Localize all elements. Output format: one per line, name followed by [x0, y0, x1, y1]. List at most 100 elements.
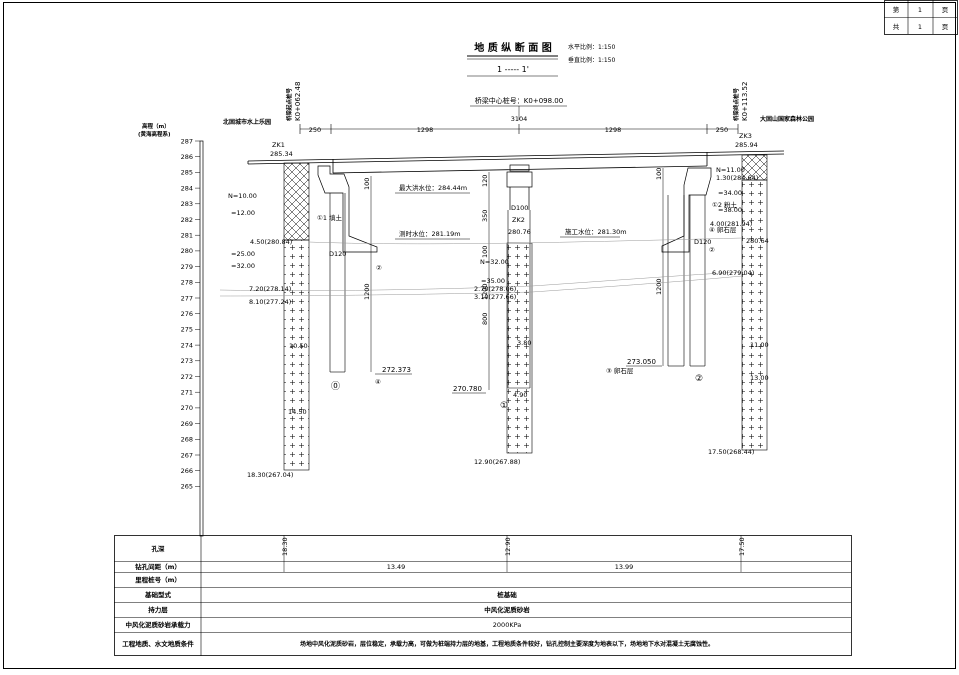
left-abutment — [317, 165, 378, 253]
pile-dim-lines — [370, 168, 664, 390]
water-levels — [395, 192, 620, 240]
place-left: 北固城市水上乐园 — [223, 118, 271, 126]
end-station: K0+113.52 — [741, 82, 749, 121]
row-name-3: 基础型式 — [144, 590, 172, 599]
dim-total: 3104 — [511, 115, 528, 123]
axis-tick-label: 281 — [181, 232, 193, 240]
page-number: 1 — [918, 6, 922, 14]
layer-gravel: ③ 卵石层 — [606, 366, 634, 375]
row-name-4: 持力层 — [148, 605, 168, 614]
spacing-2: 13.99 — [615, 563, 634, 571]
axis-tick-label: 275 — [181, 326, 193, 334]
zk3-elev4: 6.90(279.04) — [712, 269, 754, 277]
zk3-bottom: 17.50(268.44) — [708, 448, 754, 456]
section-label: 1 ----- 1' — [497, 65, 529, 74]
axis-tick-label: 279 — [181, 263, 193, 271]
bridge-deck — [247, 150, 785, 174]
geo-conditions: 场地中风化泥质砂岩，层位稳定，承载力高，可做为桩端持力层的地基，工程地质条件较好… — [300, 640, 714, 648]
axis-label: 高程（m） — [142, 122, 170, 130]
scale-vertical: 垂直比例：1:150 — [568, 56, 615, 64]
spacing-1: 13.49 — [387, 563, 406, 571]
axis-tick-label: 269 — [181, 420, 193, 428]
axis-label-datum: (黄海高程系) — [138, 130, 171, 138]
axis-tick-label: 286 — [181, 153, 193, 161]
zk3-n2: =34.00 — [718, 189, 742, 197]
start-station: K0+062.48 — [294, 82, 302, 121]
zk2-elev1: 2.70(278.06) — [474, 285, 516, 293]
zk1-n3: =25.00 — [231, 250, 255, 258]
pile-dim-8: 100 — [655, 168, 663, 180]
dim-a: 250 — [309, 126, 321, 134]
depth-zk1: 18.30 — [281, 537, 289, 556]
zk3-n3: =38.00 — [718, 206, 742, 214]
row-name-6: 工程地质、水文地质条件 — [122, 639, 194, 648]
center-station: 桥梁中心桩号：K0+098.00 — [475, 96, 563, 105]
axis-tick-label: 282 — [181, 216, 193, 224]
scale-horizontal: 水平比例：1:150 — [568, 43, 615, 51]
axis-tick-label: 277 — [181, 294, 193, 302]
page-label-2: 共 — [893, 22, 900, 31]
borehole-zk1 — [283, 162, 310, 471]
axis-tick-label: 287 — [181, 137, 193, 145]
layer-silt: ①2 粉土 — [712, 200, 738, 209]
zk2-n1: N=32.00 — [480, 258, 509, 266]
page-label-1: 第 — [893, 5, 900, 14]
axis-tick-label: 276 — [181, 310, 193, 318]
pile-dim-3: 120 — [481, 175, 489, 187]
zk3-id: ZK3 — [739, 132, 752, 140]
axis-tick-label: 278 — [181, 279, 193, 287]
zk2-id: ZK2 — [512, 216, 525, 224]
start-station-title: 桥梁起点桩号 — [285, 87, 293, 121]
zk1-n5: 10.50 — [289, 342, 308, 350]
dim-b: 1298 — [417, 126, 434, 134]
axis-tick-label: 270 — [181, 404, 193, 412]
pile-dim-6: 1200 — [481, 283, 489, 300]
zk2-d2: 4.90 — [513, 391, 527, 399]
drawing-frame — [3, 2, 956, 669]
page-unit-2: 页 — [942, 23, 949, 31]
row-name-0: 孔深 — [152, 544, 166, 553]
zk3-top: 285.94 — [735, 141, 758, 149]
axis-tick-label: 284 — [181, 184, 193, 192]
zk1-n4: =32.00 — [231, 262, 255, 270]
marker-1: ① — [500, 401, 508, 411]
pile-dim-4: 350 — [481, 210, 489, 222]
pile-dim-7: 800 — [481, 313, 489, 325]
zk3-d1: 11.00 — [750, 341, 769, 349]
end-station-title: 桥梁终点桩号 — [732, 87, 740, 121]
axis-ticks: 2872862852842832822812802792782772762752… — [181, 137, 200, 491]
zk3-elev2: 4.00(281.94) — [710, 220, 752, 228]
pile-d-right: D120 — [694, 238, 711, 246]
zk3-elev1: 1.30(284.64) — [716, 174, 758, 182]
info-table — [114, 535, 852, 656]
zk1-id: ZK1 — [272, 141, 285, 149]
layer-gravel-2: ④ 卵石层 — [709, 225, 737, 234]
dim-c: 1298 — [605, 126, 622, 134]
zk1-n2: =12.00 — [231, 209, 255, 217]
zk1-n6: 14.50 — [288, 408, 307, 416]
axis-tick-label: 271 — [181, 389, 193, 397]
layer-boundaries — [219, 237, 743, 297]
flood-level: 最大洪水位：284.44m — [399, 183, 467, 192]
bearing-capacity: 2000KPa — [493, 621, 521, 629]
zk1-elev3: 8.10(277.24) — [249, 298, 291, 306]
axis-tick-label: 272 — [181, 373, 193, 381]
elevation-axis — [199, 140, 204, 537]
borehole-zk3 — [741, 154, 768, 451]
pile-dim-9: 1200 — [655, 278, 663, 295]
layer-2-right: ② — [709, 246, 715, 254]
place-right: 大固山国家森林公园 — [760, 115, 814, 123]
construction-level: 施工水位：281.30m — [565, 227, 627, 236]
foundation-type: 桩基础 — [497, 590, 517, 599]
pile-bottom-left: 272.373 — [382, 366, 411, 374]
page-info-box: 第 1 页 共 1 页 — [884, 0, 958, 35]
axis-tick-label: 283 — [181, 200, 193, 208]
row-name-1: 钻孔间距（m） — [135, 562, 181, 571]
measured-level: 测时水位：281.19m — [399, 229, 461, 238]
pile-d-center: D100 — [511, 204, 528, 212]
pile-dim-5: 100 — [481, 246, 489, 258]
pile-dim-2: 1200 — [363, 283, 371, 300]
zk1-top: 285.34 — [270, 150, 293, 158]
